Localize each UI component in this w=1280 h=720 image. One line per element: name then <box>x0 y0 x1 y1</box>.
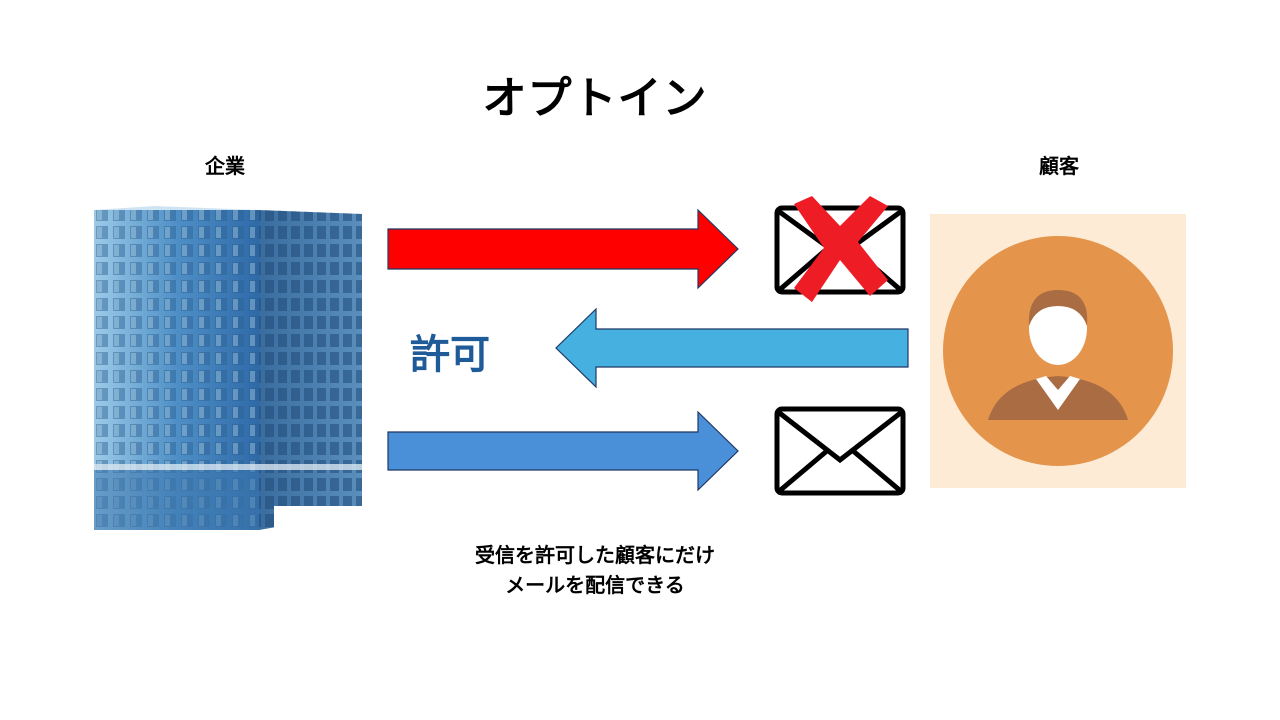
caption-line-2: メールを配信できる <box>505 573 685 597</box>
diagram-title: オプトイン <box>482 73 708 124</box>
company-label: 企業 <box>205 154 245 178</box>
envelope-with-x-icon <box>774 196 906 302</box>
customer-label: 顧客 <box>1039 154 1079 178</box>
delivery-arrow <box>387 410 739 492</box>
person-avatar-icon <box>930 214 1186 488</box>
blocked-mail-arrow <box>387 208 739 290</box>
permission-arrow <box>555 307 909 389</box>
caption: 受信を許可した顧客にだけ メールを配信できる <box>430 540 760 600</box>
caption-line-1: 受信を許可した顧客にだけ <box>475 543 715 567</box>
office-building-icon <box>94 206 362 530</box>
permission-label: 許可 <box>410 332 490 378</box>
cross-icon <box>794 196 888 302</box>
envelope-icon <box>774 406 906 496</box>
